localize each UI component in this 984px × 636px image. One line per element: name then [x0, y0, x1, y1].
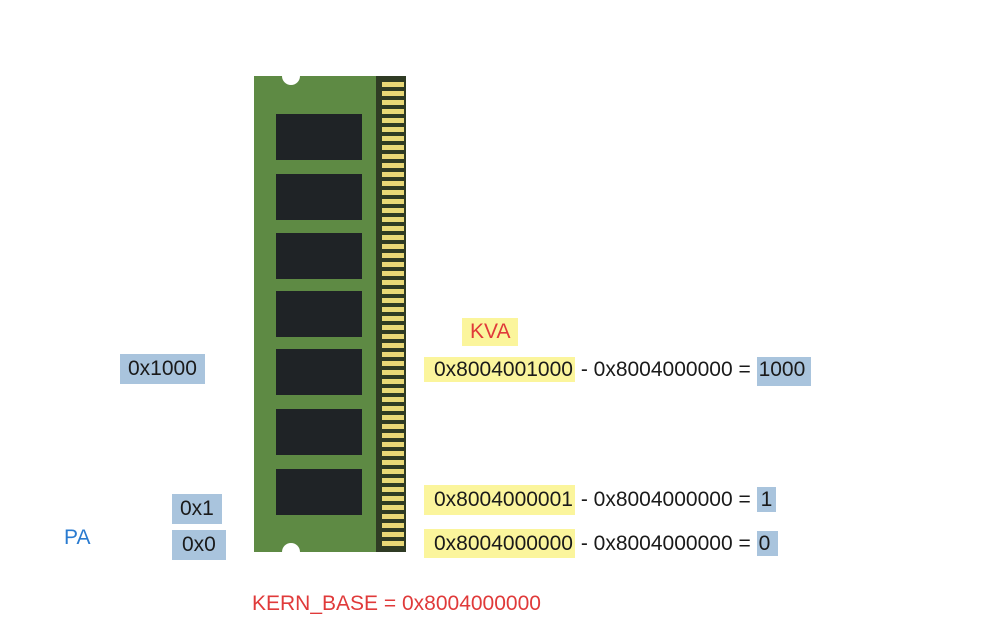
contact-pin — [382, 478, 404, 483]
contact-pin — [382, 370, 404, 375]
kern-base-label: KERN_BASE = 0x8004000000 — [252, 592, 541, 615]
contact-pin — [382, 397, 404, 402]
contact-pin — [382, 163, 404, 168]
memory-chip — [276, 291, 362, 337]
contact-pin — [382, 226, 404, 231]
contact-pin — [382, 469, 404, 474]
row-top: 0x8004001000 - 0x8004000000 = 1000 — [424, 356, 812, 386]
subtraction-expr: - 0x8004000000 = — [574, 532, 757, 555]
memory-chip — [276, 349, 362, 395]
contact-pin — [382, 316, 404, 321]
pa-0x1000: 0x1000 — [120, 354, 205, 384]
contact-pin — [382, 352, 404, 357]
contact-pin — [382, 289, 404, 294]
offset-1000: 1000 — [756, 357, 812, 386]
row-middle: 0x8004000001 - 0x8004000000 = 1 — [424, 485, 777, 515]
memory-module — [254, 67, 406, 561]
memory-chip — [276, 114, 362, 160]
contact-pin — [382, 253, 404, 258]
kva-label: KVA — [462, 318, 519, 346]
contact-pin — [382, 532, 404, 537]
contact-pin — [382, 181, 404, 186]
contact-pin — [382, 487, 404, 492]
pa-0x1: 0x1 — [172, 494, 222, 524]
contact-pin — [382, 514, 404, 519]
subtraction-expr: - 0x8004000000 = — [574, 488, 757, 511]
contact-pin — [382, 217, 404, 222]
contact-pin — [382, 307, 404, 312]
contact-pin — [382, 361, 404, 366]
contact-pin — [382, 541, 404, 546]
top-notch — [282, 67, 300, 85]
contact-pin — [382, 433, 404, 438]
contact-pin — [382, 496, 404, 501]
contact-pin — [382, 82, 404, 87]
contact-pin — [382, 244, 404, 249]
contact-pin — [382, 154, 404, 159]
subtraction-expr: - 0x8004000000 = — [574, 358, 757, 381]
bottom-notch — [282, 543, 300, 561]
contact-pin — [382, 343, 404, 348]
contact-pin — [382, 136, 404, 141]
contact-pin — [382, 208, 404, 213]
contact-pin — [382, 190, 404, 195]
contact-pin — [382, 415, 404, 420]
contact-pin — [382, 271, 404, 276]
contact-pin — [382, 118, 404, 123]
contact-pin — [382, 442, 404, 447]
kva-0x8004001000: 0x8004001000 — [424, 357, 575, 382]
contact-pin — [382, 91, 404, 96]
contact-pin — [382, 109, 404, 114]
contact-pin — [382, 505, 404, 510]
memory-chip — [276, 233, 362, 279]
memory-chip — [276, 174, 362, 220]
contact-pin — [382, 334, 404, 339]
contact-pin — [382, 127, 404, 132]
contact-pin — [382, 235, 404, 240]
contact-pin — [382, 100, 404, 105]
contact-pin — [382, 424, 404, 429]
contact-pin — [382, 172, 404, 177]
kva-0x8004000000: 0x8004000000 — [424, 529, 575, 558]
contact-pin — [382, 262, 404, 267]
contact-pin — [382, 460, 404, 465]
pa-0x0: 0x0 — [172, 530, 226, 560]
contact-pin — [382, 280, 404, 285]
pa-label: PA — [64, 526, 91, 549]
row-bottom: 0x8004000000 - 0x8004000000 = 0 — [424, 529, 779, 558]
contact-pin — [382, 298, 404, 303]
kva-0x8004000001: 0x8004000001 — [424, 485, 575, 515]
contact-pin — [382, 199, 404, 204]
contact-pin — [382, 523, 404, 528]
memory-chip — [276, 469, 362, 515]
offset-1: 1 — [756, 487, 777, 512]
contact-pin — [382, 451, 404, 456]
contact-pin — [382, 379, 404, 384]
memory-chip — [276, 409, 362, 455]
contact-pin — [382, 325, 404, 330]
contact-pin — [382, 145, 404, 150]
contact-pin — [382, 388, 404, 393]
contact-pin — [382, 406, 404, 411]
offset-0: 0 — [756, 531, 779, 556]
